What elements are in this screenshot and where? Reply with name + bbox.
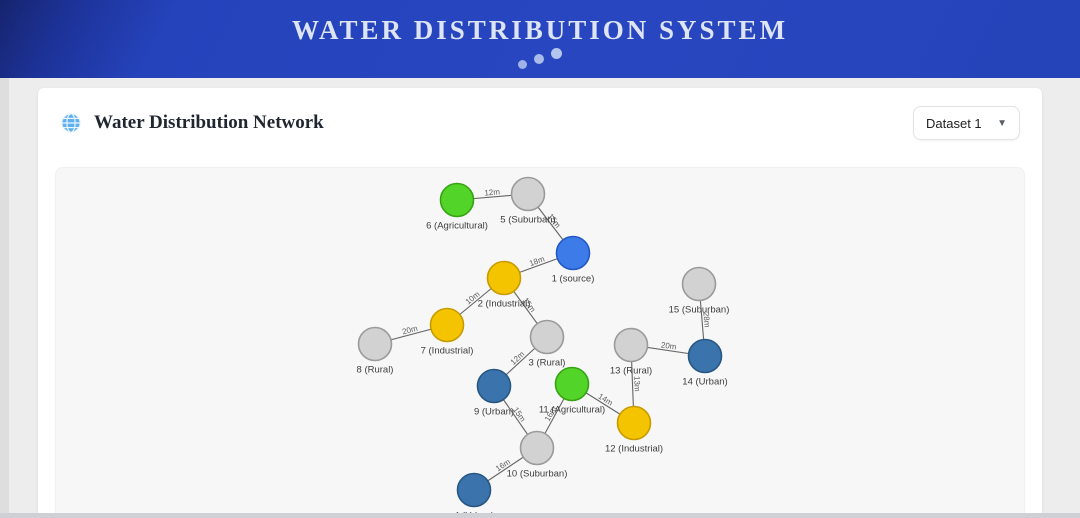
graph-node-label-3: 3 (Rural) (529, 358, 566, 369)
edge-distance-label: 20m (660, 340, 677, 351)
header-dots-decoration (518, 47, 562, 69)
graph-node-label-5: 5 (Suburban) (500, 215, 555, 226)
card-header: Water Distribution Network Dataset 1 ▼ (38, 88, 1042, 154)
graph-node-12[interactable] (616, 405, 652, 441)
graph-node-label-6: 6 (Agricultural) (426, 221, 488, 232)
graph-node-1[interactable] (555, 235, 591, 271)
graph-node-label-2: 2 (Industrial) (478, 299, 531, 310)
app-title: WATER DISTRIBUTION SYSTEM (291, 14, 789, 45)
edge-distance-label: 12m (509, 349, 527, 366)
graph-node-label-7: 7 (Industrial) (421, 346, 474, 357)
graph-node-label-9: 9 (Urban) (474, 407, 514, 418)
graph-node-label-12: 12 (Industrial) (605, 444, 663, 455)
graph-node-13[interactable] (613, 327, 649, 363)
graph-node-11[interactable] (554, 366, 590, 402)
dataset-dropdown[interactable]: Dataset 1 ▼ (913, 106, 1020, 140)
graph-node-2[interactable] (486, 260, 522, 296)
network-card: Water Distribution Network Dataset 1 ▼ 1… (38, 88, 1042, 518)
globe-icon (61, 113, 81, 133)
graph-node-label-14: 14 (Urban) (682, 377, 727, 388)
graph-node-15[interactable] (681, 266, 717, 302)
edge-distance-label: 20m (401, 324, 419, 337)
card-title: Water Distribution Network (94, 112, 324, 133)
graph-node-3[interactable] (529, 319, 565, 355)
graph-node-10[interactable] (519, 430, 555, 466)
window-left-edge (0, 78, 9, 518)
graph-node-label-13: 13 (Rural) (610, 366, 652, 377)
graph-node-6[interactable] (439, 182, 475, 218)
graph-node-8[interactable] (357, 326, 393, 362)
edge-distance-label: 28m (701, 311, 711, 328)
dot-icon (534, 53, 544, 64)
app-header: WATER DISTRIBUTION SYSTEM (0, 0, 1080, 78)
graph-node-7[interactable] (429, 307, 465, 343)
graph-node-14[interactable] (687, 338, 723, 374)
graph-node-5[interactable] (510, 176, 546, 212)
graph-node-label-11: 11 (Agricultural) (539, 405, 605, 416)
dataset-dropdown-value: Dataset 1 (926, 115, 982, 131)
caret-down-icon: ▼ (997, 117, 1007, 129)
edge-distance-label: 12m (484, 187, 501, 197)
graph-node-label-10: 10 (Suburban) (507, 469, 568, 480)
graph-node-4[interactable] (456, 472, 492, 508)
window-bottom-edge (0, 513, 1080, 518)
graph-node-label-8: 8 (Rural) (357, 365, 394, 376)
dot-icon (551, 47, 562, 59)
edge-distance-label: 13m (632, 376, 642, 392)
graph-node-9[interactable] (476, 368, 512, 404)
graph-node-label-15: 15 (Suburban) (669, 305, 730, 316)
dot-icon (518, 59, 527, 69)
graph-node-label-1: 1 (source) (552, 274, 595, 285)
